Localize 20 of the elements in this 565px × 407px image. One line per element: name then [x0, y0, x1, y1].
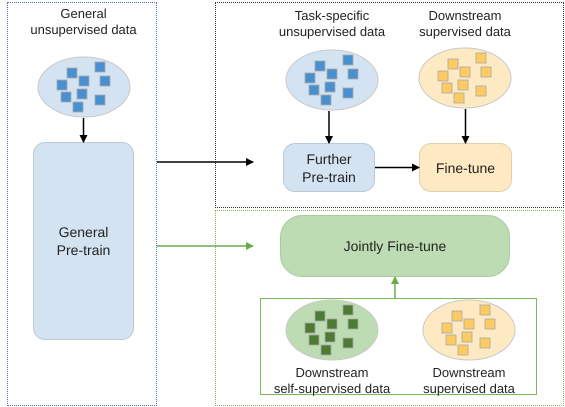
arrow	[391, 276, 399, 298]
group-box	[260, 298, 537, 395]
node-label: Downstream supervised data	[418, 8, 512, 40]
arrow	[157, 242, 254, 250]
process-box: Fine-tune	[419, 143, 512, 192]
dotted-panel	[215, 210, 564, 406]
dotted-panel	[7, 2, 157, 406]
process-box: Jointly Fine-tune	[280, 215, 510, 277]
process-box: General Pre-train	[33, 142, 134, 340]
arrow	[325, 111, 333, 144]
node-label: Downstream supervised data	[422, 365, 516, 397]
dotted-panel	[215, 2, 564, 208]
node-label: Downstream self-supervised data	[272, 365, 392, 397]
process-box: Further Pre-train	[283, 143, 375, 192]
node-label: General unsupervised data	[29, 6, 138, 38]
arrow	[80, 118, 88, 143]
arrow	[375, 164, 420, 172]
arrow	[462, 109, 470, 144]
node-label: Task-specific unsupervised data	[278, 8, 386, 40]
arrow	[157, 158, 254, 166]
